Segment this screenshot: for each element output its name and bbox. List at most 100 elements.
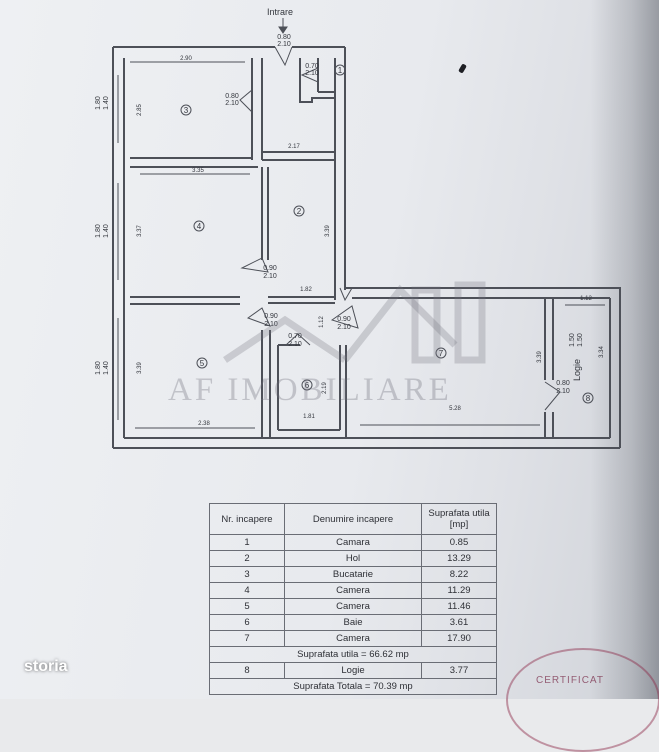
- room-number-6: 6: [305, 381, 310, 390]
- row-area: 3.77: [421, 662, 497, 679]
- row-area: 11.46: [421, 598, 497, 615]
- useful-total: Suprafata utila = 66.62 mp: [209, 646, 497, 663]
- room-marker-7: [435, 347, 447, 359]
- hall-top-width: 2.17: [288, 144, 300, 150]
- room-number-3: 3: [184, 106, 189, 115]
- row-name: Camera: [284, 582, 422, 599]
- grand-total: Suprafata Totala = 70.39 mp: [209, 678, 497, 695]
- hall-bottom-width: 1.82: [300, 287, 312, 293]
- room4-depth: 3.37: [137, 225, 143, 237]
- row-name: Camara: [284, 534, 422, 551]
- hall-depth: 3.39: [325, 225, 331, 237]
- room7-door-height: 2.10: [337, 324, 351, 331]
- room3-width: 2.90: [180, 56, 192, 62]
- loggia-door-width: 0.80: [556, 380, 570, 387]
- table-header-row: Nr. incapere Denumire incapere Suprafata…: [209, 503, 497, 535]
- row-name: Bucatarie: [284, 566, 422, 583]
- room3-window-h: 1.40: [103, 96, 110, 110]
- kitchen-door-height: 2.10: [225, 100, 239, 107]
- hall-stub: 1.12: [319, 316, 325, 328]
- row-nr: 3: [209, 566, 285, 583]
- page-shadow: [590, 0, 659, 699]
- room7-width: 5.28: [449, 406, 461, 412]
- room7-door-width: 0.90: [337, 316, 351, 323]
- loggia-label: Logie: [572, 359, 582, 381]
- room-area-table: Nr. incapere Denumire incapere Suprafata…: [209, 503, 497, 695]
- entry-door-width: 0.80: [277, 34, 291, 41]
- entry-door-height: 2.10: [277, 41, 291, 48]
- room4-door-height: 2.10: [263, 273, 277, 280]
- row-nr: 4: [209, 582, 285, 599]
- room-marker-3: [180, 104, 192, 116]
- row-nr: 7: [209, 630, 285, 647]
- room4-door-width: 0.90: [263, 265, 277, 272]
- row-area: 8.22: [421, 566, 497, 583]
- row-area: 11.29: [421, 582, 497, 599]
- row-nr: 6: [209, 614, 285, 631]
- watermark-logo: [223, 281, 486, 364]
- row-nr: 1: [209, 534, 285, 551]
- row-name: Hol: [284, 550, 422, 567]
- bath-door-width: 0.70: [288, 333, 302, 340]
- room-marker-6: [301, 379, 313, 391]
- entrance-arrow: [278, 18, 288, 34]
- row-area: 13.29: [421, 550, 497, 567]
- room-marker-5: [196, 357, 208, 369]
- bath-width: 1.81: [303, 414, 315, 420]
- grand-total-row: Suprafata Totala = 70.39 mp: [209, 678, 497, 695]
- loggia-door-height: 2.10: [556, 388, 570, 395]
- pantry-door-width: 0.70: [305, 63, 319, 70]
- room-number-2: 2: [297, 207, 302, 216]
- room-number-4: 4: [197, 222, 202, 231]
- room5-width: 2.38: [198, 421, 210, 427]
- row-nr: 5: [209, 598, 285, 615]
- bath-depth: 2.19: [322, 382, 328, 394]
- room-marker-1: [334, 64, 346, 76]
- useful-total-row: Suprafata utila = 66.62 mp: [209, 646, 497, 663]
- row-area: 0.85: [421, 534, 497, 551]
- floor-plan: Intrare 3 1 4 2 5 6 7 8 Logie 0.80 2.10 …: [95, 7, 621, 449]
- brand-logo: storia: [24, 658, 68, 675]
- door-swings: [239, 46, 561, 411]
- row-name: Camera: [284, 598, 422, 615]
- kitchen-door-width: 0.80: [225, 93, 239, 100]
- loggia-depth: 3.34: [599, 346, 605, 358]
- room-marker-8: [582, 392, 594, 404]
- row-nr: 8: [209, 662, 285, 679]
- window-marks: [117, 61, 605, 429]
- room3-window-w: 1.80: [95, 96, 102, 110]
- pantry-door-height: 2.10: [305, 70, 319, 77]
- room5-window-h: 1.40: [103, 361, 110, 375]
- row-area: 17.90: [421, 630, 497, 647]
- room5-door-width: 0.90: [264, 313, 278, 320]
- loggia-width: 1.12: [580, 296, 592, 302]
- loggia-opening-h: 1.50: [577, 333, 584, 347]
- header-area: Suprafata utila [mp]: [421, 503, 497, 535]
- room-number-7: 7: [439, 349, 444, 358]
- room4-width: 3.35: [192, 168, 204, 174]
- room5-door-height: 2.10: [264, 321, 278, 328]
- bath-door-height: 2.10: [288, 341, 302, 348]
- row-name: Baie: [284, 614, 422, 631]
- room5-depth: 3.39: [137, 362, 143, 374]
- row-nr: 2: [209, 550, 285, 567]
- header-nr: Nr. incapere: [209, 503, 285, 535]
- room-number-5: 5: [200, 359, 205, 368]
- room-number-1: 1: [338, 66, 343, 75]
- room-number-circles: [180, 64, 594, 404]
- room3-depth: 2.85: [137, 104, 143, 116]
- room-marker-4: [193, 220, 205, 232]
- loggia-opening-w: 1.50: [569, 333, 576, 347]
- room4-window-h: 1.40: [103, 224, 110, 238]
- row-area: 3.61: [421, 614, 497, 631]
- watermark-text: AF IMOBILIARE: [168, 372, 452, 408]
- room-number-8: 8: [586, 394, 591, 403]
- room7-depth: 3.39: [537, 351, 543, 363]
- room5-window-w: 1.80: [95, 361, 102, 375]
